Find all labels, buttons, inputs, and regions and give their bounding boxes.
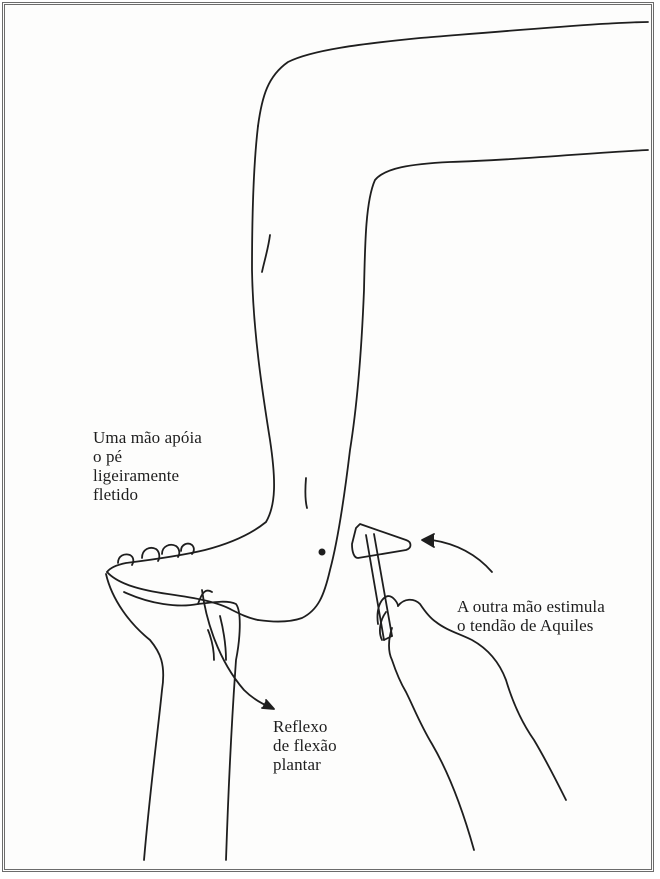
motion-arrowhead — [422, 534, 434, 547]
achilles-point — [319, 549, 326, 556]
support-hand-outline — [106, 574, 163, 860]
tibia-line — [305, 478, 307, 508]
motion-arrow-icon — [432, 540, 492, 572]
caption-stimulus: A outra mão estimula o tendão de Aquiles — [457, 597, 605, 635]
thigh-upper-outline — [258, 22, 648, 126]
reflex-arrowhead — [262, 700, 274, 709]
knee-crease — [262, 235, 270, 272]
support-finger-lines — [208, 616, 226, 660]
foot-sole — [107, 572, 258, 620]
leg-front-outline — [107, 126, 274, 572]
caption-support-hand: Uma mão apóia o pé ligeiramente fletido — [93, 428, 202, 504]
striking-hand-fingers — [380, 612, 474, 850]
leg-back-outline — [258, 150, 648, 622]
caption-reflex: Reflexo de flexão plantar — [273, 717, 337, 774]
